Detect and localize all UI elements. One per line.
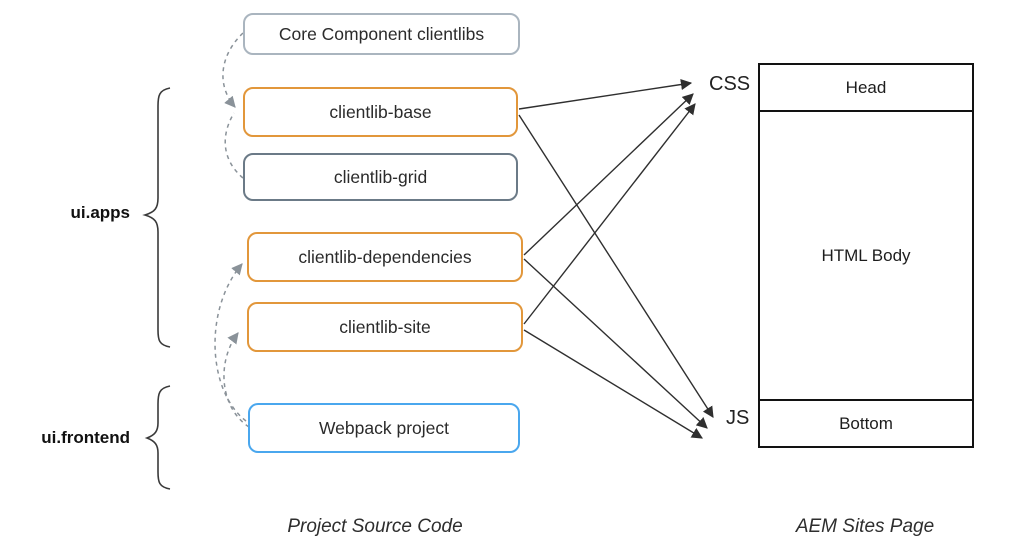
box-label: clientlib-dependencies	[298, 246, 472, 267]
embed-arrow-core-to-base	[222, 32, 244, 108]
box-label: clientlib-base	[329, 101, 432, 122]
page-body-section: HTML Body	[760, 112, 972, 399]
embed-arrow-webpack-to-dependencies	[214, 263, 247, 422]
box-core-component-clientlibs: Core Component clientlibs	[243, 13, 520, 55]
page-bottom-section: Bottom	[760, 399, 972, 446]
box-clientlib-dependencies: clientlib-dependencies	[247, 232, 523, 282]
box-label: Core Component clientlibs	[278, 23, 485, 44]
caption-aem-sites-page: AEM Sites Page	[795, 516, 935, 537]
page-head-section: Head	[760, 65, 972, 112]
caption-project-source-code: Project Source Code	[287, 516, 463, 537]
page-head-label: Head	[845, 77, 887, 97]
aem-page-box: Head HTML Body Bottom	[758, 63, 974, 448]
box-label: Webpack project	[318, 417, 450, 438]
page-bottom-label: Bottom	[839, 413, 893, 433]
embed-arc-grid-to-base	[224, 112, 244, 179]
css-target-label: CSS	[709, 73, 751, 95]
js-target-label: JS	[726, 407, 750, 429]
brace-ui-frontend	[144, 385, 171, 490]
box-label: clientlib-grid	[333, 166, 428, 187]
arrow-base-to-css	[518, 78, 693, 110]
arrow-site-to-css	[523, 103, 696, 325]
brace-ui-apps	[142, 87, 171, 348]
arrow-dependencies-to-css	[523, 93, 694, 256]
box-webpack-project: Webpack project	[248, 403, 520, 453]
arrow-base-to-js	[518, 114, 714, 418]
arrow-site-to-js	[523, 329, 703, 439]
embed-arrow-webpack-to-site	[223, 332, 250, 428]
label-ui-frontend: ui.frontend	[41, 428, 130, 447]
page-body-label: HTML Body	[821, 245, 911, 265]
label-ui-apps: ui.apps	[70, 203, 130, 222]
box-clientlib-base: clientlib-base	[243, 87, 518, 137]
box-label: clientlib-site	[339, 316, 431, 337]
box-clientlib-grid: clientlib-grid	[243, 153, 518, 201]
box-clientlib-site: clientlib-site	[247, 302, 523, 352]
arrow-dependencies-to-js	[523, 258, 708, 429]
